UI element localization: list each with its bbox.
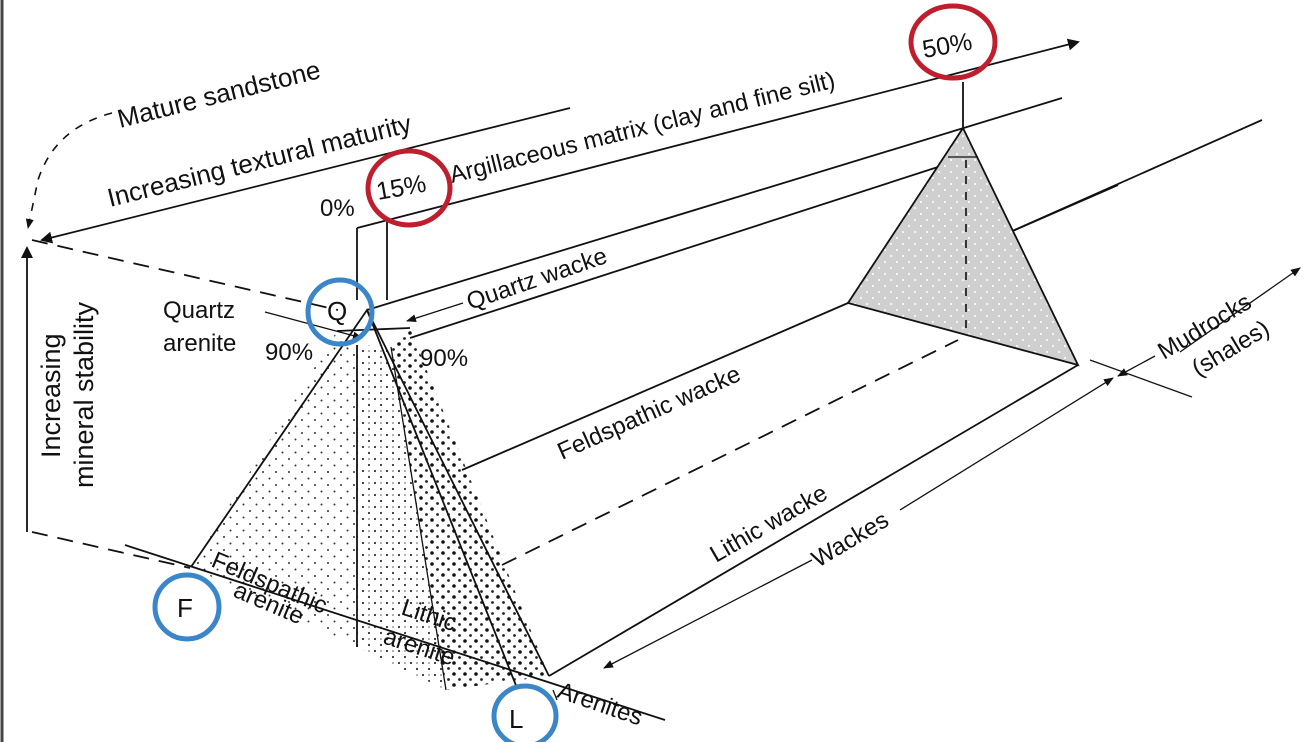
argillaceous-matrix-label: Argillaceous matrix (clay and fine silt) <box>447 67 838 189</box>
feldspathic-wacke-label: Feldspathic wacke <box>553 361 744 466</box>
arenites-tick-line <box>552 689 558 701</box>
arenites-label: Arenites <box>554 677 646 731</box>
mature-sandstone-label: Mature sandstone <box>114 54 323 133</box>
prism-mid-right-line <box>1009 119 1263 233</box>
lithic-arenite-coarse-band <box>391 328 549 690</box>
wackes-arrow-up <box>899 377 1114 511</box>
quartz-wacke-label: Quartz wacke <box>463 242 611 315</box>
textural-maturity-arrow <box>40 107 571 244</box>
blue-circle-highlight-q <box>305 277 375 347</box>
vertex-f-label: F <box>177 593 193 623</box>
top-left-dashed-line <box>31 239 339 311</box>
quartz-arenite-pointer <box>264 311 363 340</box>
prism-qwacke-ridge <box>409 154 976 339</box>
prism-lithic-line <box>548 364 1079 677</box>
wackes-range-line <box>1089 359 1193 398</box>
mudrocks-arrow-right <box>1179 267 1301 353</box>
mature-sandstone-dashed-curve <box>25 112 113 229</box>
quartz-wacke-pointer <box>406 302 464 323</box>
argillaceous-matrix-arrow <box>356 38 1080 229</box>
bottom-left-dashed-line <box>31 531 191 569</box>
prism-feldspathic-wacke-line <box>461 302 849 471</box>
wacke-50-triangle <box>846 126 1080 367</box>
wackes-arrow-down <box>603 559 813 669</box>
vertex-q-label: Q <box>327 296 347 326</box>
ninety-percent-left-label: 90% <box>265 339 313 366</box>
front-left-edge <box>366 309 518 689</box>
mineral-stability-label-2: mineral stability <box>69 301 99 488</box>
fifty-percent-label: 50% <box>920 28 974 64</box>
fl-base-line <box>124 544 666 721</box>
feldspathic-arenite-region <box>191 331 357 647</box>
zero-percent-label: 0% <box>320 195 355 222</box>
red-circle-highlight-15 <box>365 148 453 228</box>
lithic-arenite-region <box>357 345 446 690</box>
vertex-l-label: L <box>509 704 523 734</box>
mineral-stability-label-1: Increasing <box>36 333 66 458</box>
ql-inner-line <box>390 346 447 691</box>
fifteen-percent-label: 15% <box>374 170 428 206</box>
quartz-arenite-90-line <box>336 327 411 332</box>
red-circle-highlight-50 <box>908 3 998 81</box>
blue-circle-highlight-l <box>491 683 559 742</box>
blue-circle-highlight-f <box>152 572 222 642</box>
quartz-arenite-label-2: arenite <box>163 330 236 357</box>
prism-apex-ridge <box>366 97 1063 311</box>
ninety-percent-right-label: 90% <box>420 345 468 372</box>
prism-bottom-dashed <box>501 339 959 566</box>
quartz-arenite-label-1: Quartz <box>163 297 235 324</box>
mudrocks-arrow-left <box>1117 355 1156 377</box>
